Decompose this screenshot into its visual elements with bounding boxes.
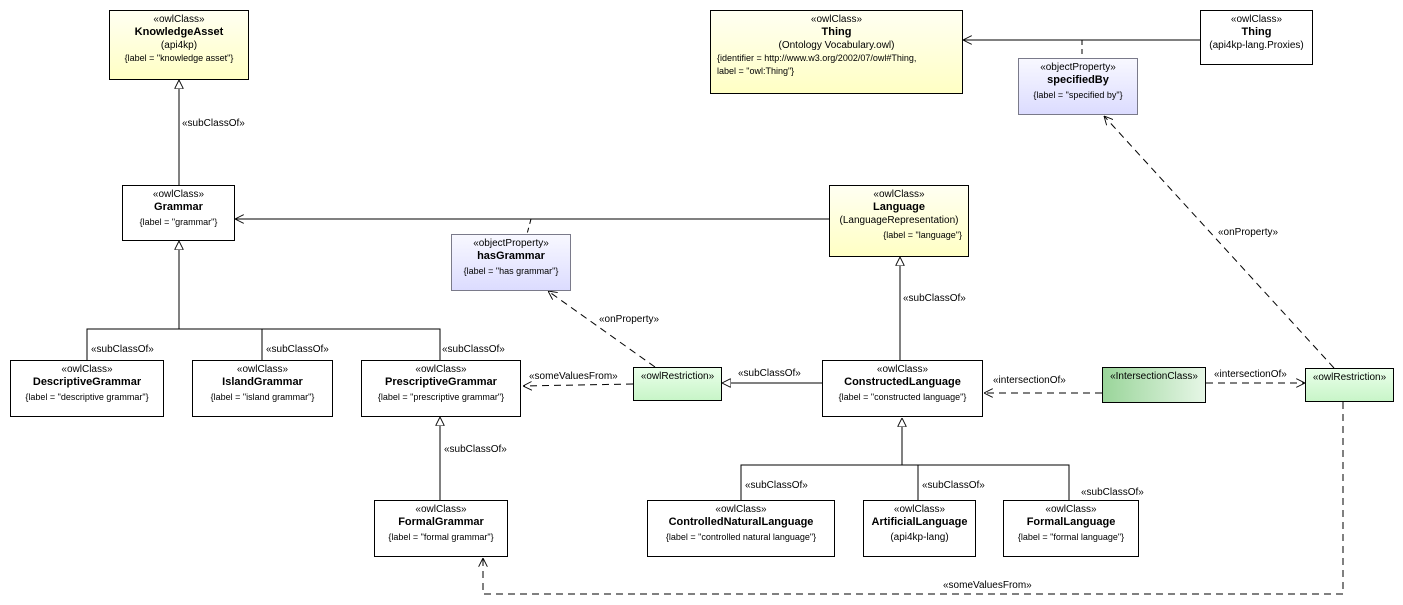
- stereotype: «owlClass»: [876, 364, 929, 375]
- edge-label-cnl-subclass: «subClassOf»: [745, 480, 808, 491]
- edge-subclass-tree-grammar: [86, 328, 441, 363]
- class-name: Thing: [821, 26, 852, 38]
- class-name: IslandGrammar: [222, 376, 303, 388]
- edge-label-intersection-left: «intersectionOf»: [993, 375, 1066, 386]
- class-name: ControlledNaturalLanguage: [668, 516, 814, 528]
- edge-label-ka-subclass: «subClassOf»: [182, 118, 245, 129]
- class-name: Grammar: [154, 201, 203, 213]
- class-label: {label = "formal grammar"}: [388, 532, 494, 542]
- grammar-class[interactable]: «owlClass» Grammar {label = "grammar"}: [122, 185, 235, 241]
- thing-proxies-class[interactable]: «owlClass» Thing (api4kp-lang.Proxies): [1200, 10, 1313, 65]
- has-grammar-property[interactable]: «objectProperty» hasGrammar {label = "ha…: [451, 234, 571, 291]
- class-label: {label = "controlled natural language"}: [665, 532, 817, 542]
- class-subtitle: (api4kp): [160, 40, 198, 51]
- descriptive-grammar-class[interactable]: «owlClass» DescriptiveGrammar {label = "…: [10, 360, 164, 417]
- edge-restriction-prescriptive: [523, 384, 634, 386]
- edge-label-some-values-bottom: «someValuesFrom»: [943, 580, 1032, 591]
- intersection-class[interactable]: «IntersectionClass»: [1102, 367, 1206, 403]
- class-name: FormalLanguage: [1026, 516, 1116, 528]
- prescriptive-grammar-class[interactable]: «owlClass» PrescriptiveGrammar {label = …: [361, 360, 521, 417]
- class-name: FormalGrammar: [398, 516, 484, 528]
- edge-label-lang-subclass: «subClassOf»: [903, 293, 966, 304]
- class-label: {label = "knowledge asset"}: [124, 53, 234, 63]
- stereotype: «owlClass»: [61, 364, 113, 375]
- class-label: {label = "language"}: [883, 230, 962, 240]
- class-subtitle: (api4kp-lang): [890, 532, 949, 543]
- stereotype: «owlClass»: [1230, 14, 1283, 25]
- class-name: PrescriptiveGrammar: [385, 376, 497, 388]
- class-label: {label = "constructed language"}: [838, 392, 967, 402]
- class-subtitle: (api4kp-lang.Proxies): [1209, 40, 1304, 51]
- edge-label-on-property-left: «onProperty»: [599, 314, 660, 325]
- edge-restriction-specifiedby: [1104, 116, 1335, 369]
- stereotype: «IntersectionClass»: [1110, 371, 1198, 382]
- class-label: {label = "grammar"}: [139, 217, 218, 227]
- edge-label-some-values-left: «someValuesFrom»: [529, 371, 618, 382]
- edge-label-island-subclass: «subClassOf»: [266, 344, 329, 355]
- class-subtitle: (Ontology Vocabulary.owl): [778, 40, 895, 51]
- class-name: ArtificialLanguage: [871, 516, 968, 528]
- stereotype: «owlRestriction»: [1312, 372, 1387, 383]
- edge-label-intersection-right: «intersectionOf»: [1214, 369, 1287, 380]
- edge-label-al-subclass: «subClassOf»: [922, 480, 985, 491]
- stereotype: «owlClass»: [873, 189, 925, 200]
- property-label: {label = "specified by"}: [1033, 90, 1123, 100]
- edge-restriction-hasgrammar: [548, 291, 656, 368]
- thing-owl-class[interactable]: «owlClass» Thing (Ontology Vocabulary.ow…: [710, 10, 963, 94]
- edge-label-presc-subclass: «subClassOf»: [442, 344, 505, 355]
- class-label: {label = "formal language"}: [1017, 532, 1125, 542]
- edge-label-desc-subclass: «subClassOf»: [91, 344, 154, 355]
- owl-restriction-right[interactable]: «owlRestriction»: [1305, 368, 1394, 402]
- class-name: Language: [873, 201, 925, 213]
- artificial-language-class[interactable]: «owlClass» ArtificialLanguage (api4kp-la…: [863, 500, 976, 557]
- island-grammar-class[interactable]: «owlClass» IslandGrammar {label = "islan…: [192, 360, 333, 417]
- knowledge-asset-class[interactable]: «owlClass» KnowledgeAsset (api4kp) {labe…: [109, 10, 249, 80]
- edge-restriction-formalgrammar: [483, 402, 1344, 595]
- language-class[interactable]: «owlClass» Language (LanguageRepresentat…: [829, 185, 969, 257]
- property-name: specifiedBy: [1047, 74, 1109, 86]
- class-name: ConstructedLanguage: [844, 376, 961, 388]
- property-name: hasGrammar: [477, 250, 545, 262]
- class-name: Thing: [1241, 26, 1272, 38]
- stereotype: «owlClass»: [415, 504, 467, 515]
- controlled-natural-language-class[interactable]: «owlClass» ControlledNaturalLanguage {la…: [647, 500, 835, 557]
- formal-language-class[interactable]: «owlClass» FormalLanguage {label = "form…: [1003, 500, 1139, 557]
- stereotype: «owlClass»: [152, 189, 205, 200]
- class-label: {label = "island grammar"}: [210, 392, 315, 402]
- class-label: {label = "descriptive grammar"}: [25, 392, 149, 402]
- stereotype: «owlClass»: [415, 364, 467, 375]
- constructed-language-class[interactable]: «owlClass» ConstructedLanguage {label = …: [822, 360, 983, 417]
- stereotype: «owlClass»: [715, 504, 767, 515]
- edge-hasgrammar-anchor: [526, 218, 532, 235]
- stereotype: «objectProperty»: [1040, 62, 1116, 73]
- stereotype: «owlRestriction»: [640, 371, 715, 382]
- class-name: KnowledgeAsset: [134, 26, 224, 38]
- class-label-line2: label = "owl:Thing"}: [717, 66, 795, 76]
- class-label-line1: {identifier = http://www.w3.org/2002/07/…: [717, 53, 917, 63]
- edge-label-formal-grammar-subclass: «subClassOf»: [444, 444, 507, 455]
- class-label: {label = "prescriptive grammar"}: [377, 392, 505, 402]
- stereotype: «owlClass»: [236, 364, 289, 375]
- property-label: {label = "has grammar"}: [463, 266, 559, 276]
- edge-subclass-tree-language: [740, 464, 1070, 500]
- class-name: DescriptiveGrammar: [32, 376, 142, 388]
- class-subtitle: (LanguageRepresentation): [839, 215, 959, 226]
- owl-restriction-left[interactable]: «owlRestriction»: [633, 367, 722, 401]
- stereotype: «owlClass»: [153, 14, 205, 25]
- stereotype: «owlClass»: [1045, 504, 1097, 515]
- stereotype: «objectProperty»: [473, 238, 549, 249]
- edge-label-fl-subclass: «subClassOf»: [1081, 487, 1144, 498]
- formal-grammar-class[interactable]: «owlClass» FormalGrammar {label = "forma…: [374, 500, 508, 557]
- stereotype: «owlClass»: [810, 14, 863, 25]
- edge-label-cl-restriction-subclass: «subClassOf»: [738, 368, 801, 379]
- edge-label-on-property-right: «onProperty»: [1218, 227, 1279, 238]
- stereotype: «owlClass»: [893, 504, 946, 515]
- specified-by-property[interactable]: «objectProperty» specifiedBy {label = "s…: [1018, 58, 1138, 115]
